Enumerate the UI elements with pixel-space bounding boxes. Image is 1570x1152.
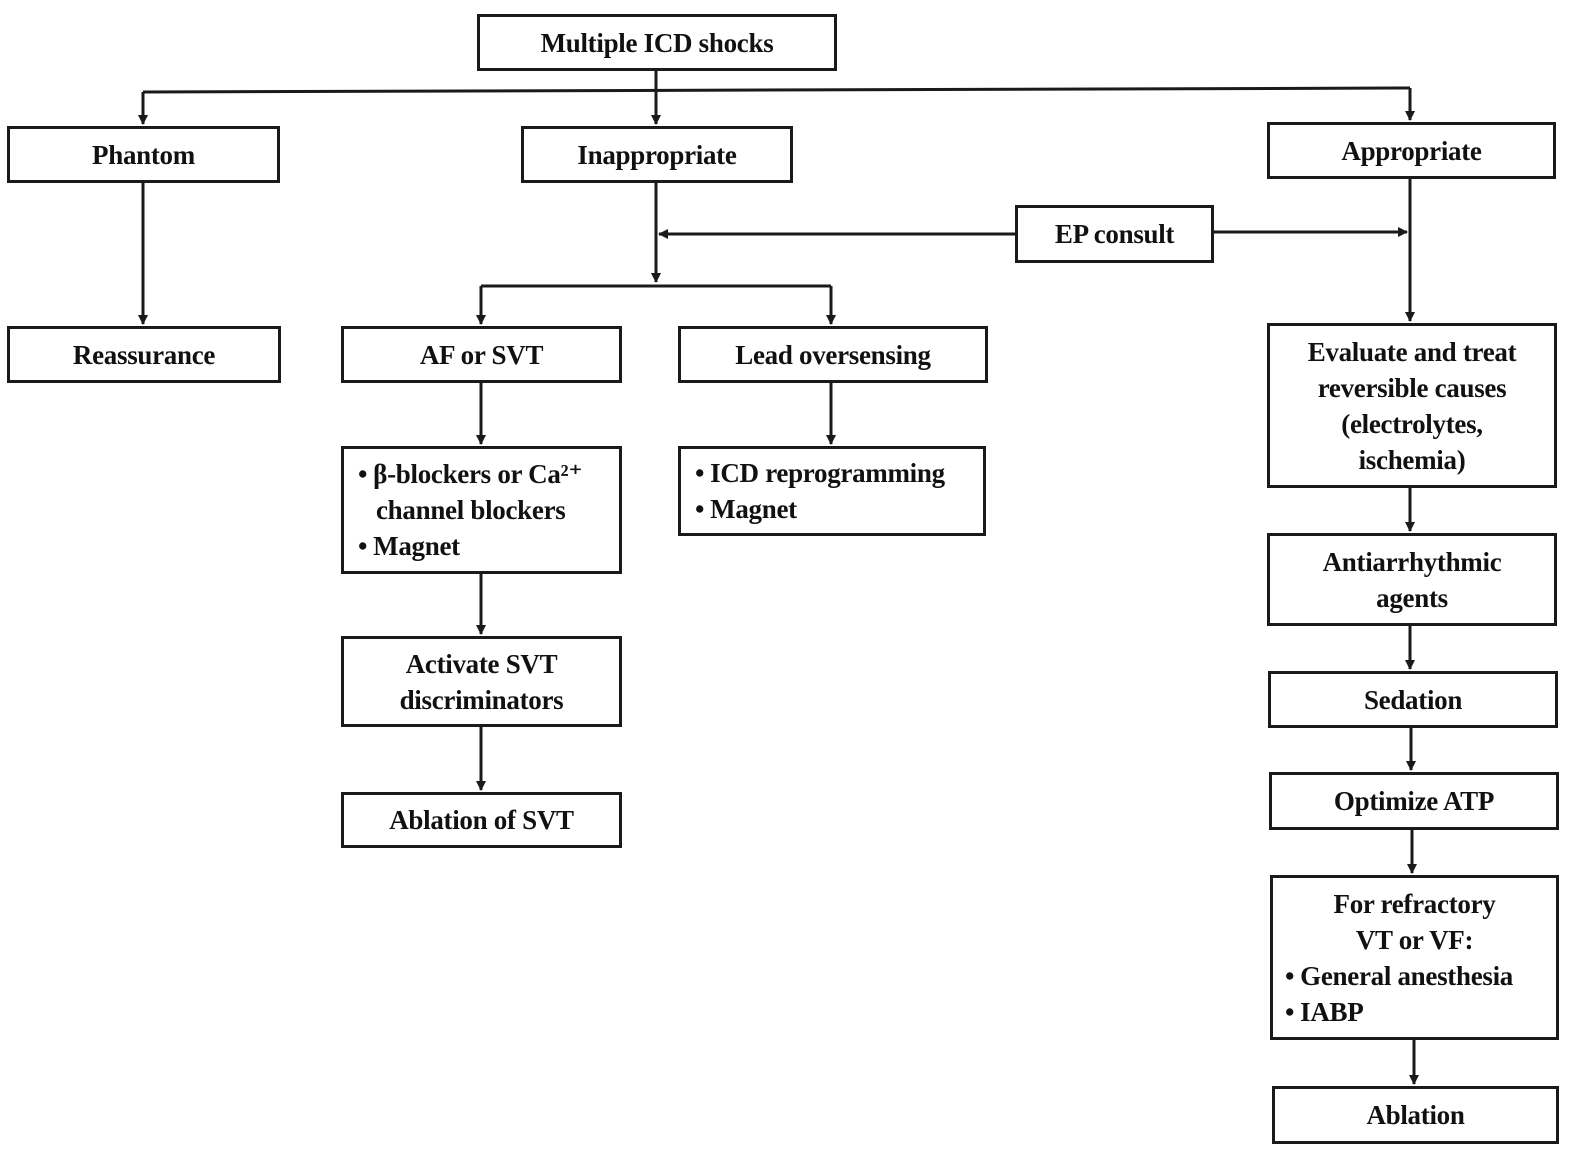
node-label: Appropriate xyxy=(1341,135,1482,166)
node-label: Multiple ICD shocks xyxy=(540,27,774,58)
node-label-line1: For refractory xyxy=(1333,888,1496,919)
node-label: EP consult xyxy=(1054,219,1175,249)
node-appropriate: Appropriate xyxy=(1267,122,1556,179)
node-label-line1: Activate SVT xyxy=(405,648,558,679)
node-label: Reassurance xyxy=(72,339,216,370)
node-activate-svt-discriminators: Activate SVT discriminators xyxy=(341,636,622,727)
node-lead-oversensing: Lead oversensing xyxy=(678,326,988,383)
node-phantom: Phantom xyxy=(7,126,280,183)
node-ep-consult: EP consult xyxy=(1015,205,1214,263)
node-label: Ablation xyxy=(1366,1100,1465,1130)
bullet-beta-blockers: β-blockers or Ca²⁺ xyxy=(358,456,582,492)
node-label-line2: VT or VF: xyxy=(1355,924,1474,955)
node-inappropriate: Inappropriate xyxy=(521,126,793,183)
node-icd-reprogramming: ICD reprogramming Magnet xyxy=(678,446,986,536)
node-beta-blockers: β-blockers or Ca²⁺ channel blockers Magn… xyxy=(341,446,622,574)
bullet-general-anesthesia: General anesthesia xyxy=(1273,958,1513,994)
node-optimize-atp: Optimize ATP xyxy=(1269,772,1559,830)
node-label: Optimize ATP xyxy=(1333,786,1495,816)
node-label: Inappropriate xyxy=(577,139,737,170)
edge-root-bus xyxy=(142,86,1411,94)
node-label-line1: Evaluate and treat xyxy=(1307,336,1517,367)
node-sedation: Sedation xyxy=(1268,671,1558,728)
node-ablation: Ablation xyxy=(1272,1086,1559,1144)
bullet-beta-blockers-cont: channel blockers xyxy=(376,495,566,525)
node-label: Sedation xyxy=(1363,684,1463,715)
node-label-line3: (electrolytes, xyxy=(1341,408,1483,439)
bullet-magnet: Magnet xyxy=(358,528,460,564)
node-reassurance: Reassurance xyxy=(7,326,281,383)
node-label: Lead oversensing xyxy=(735,339,931,370)
node-label-line2: reversible causes xyxy=(1317,372,1507,403)
node-label-line1: Antiarrhythmic xyxy=(1322,546,1502,577)
node-label: Phantom xyxy=(92,139,195,170)
node-af-or-svt: AF or SVT xyxy=(341,326,622,383)
node-label-line2: discriminators xyxy=(399,684,564,715)
bullet-icd-reprogramming: ICD reprogramming xyxy=(695,455,945,491)
node-multiple-icd-shocks: Multiple ICD shocks xyxy=(477,14,837,71)
bullet-magnet: Magnet xyxy=(695,491,797,527)
bullet-iabp: IABP xyxy=(1273,994,1364,1030)
node-ablation-of-svt: Ablation of SVT xyxy=(341,792,622,848)
node-label: AF or SVT xyxy=(419,339,544,370)
node-label: Ablation of SVT xyxy=(389,805,574,835)
node-antiarrhythmic-agents: Antiarrhythmic agents xyxy=(1267,533,1557,626)
node-refractory-vt-vf: For refractory VT or VF: General anesthe… xyxy=(1270,875,1559,1040)
node-label-line4: ischemia) xyxy=(1358,444,1466,475)
node-label-line2: agents xyxy=(1376,582,1448,613)
node-evaluate-treat: Evaluate and treat reversible causes (el… xyxy=(1267,323,1557,488)
